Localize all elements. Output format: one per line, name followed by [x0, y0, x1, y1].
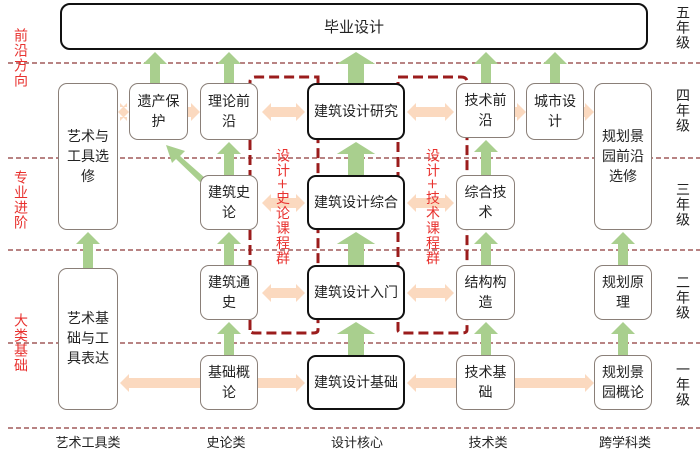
course-integrated-tech[interactable]: 综合技术: [456, 175, 515, 230]
category-history-theory: 史论类: [206, 436, 246, 451]
link-arrow: [188, 103, 200, 121]
link-arrow: [262, 194, 305, 212]
course-design-intro[interactable]: 建筑设计入门: [307, 265, 405, 320]
progression-arrow: [474, 140, 498, 175]
year-label-1: 一年级: [674, 362, 690, 407]
link-arrow: [407, 194, 454, 212]
progression-arrow: [474, 232, 498, 265]
course-art-elective[interactable]: 艺术与工具选修: [58, 83, 118, 230]
course-basic-intro[interactable]: 基础概论: [200, 355, 258, 410]
link-arrow: [515, 374, 594, 392]
stage-label-advanced: 专业进阶: [12, 170, 28, 230]
stage-label-frontier: 前沿方向: [12, 28, 28, 88]
progression-arrow: [217, 232, 241, 265]
progression-arrow: [166, 145, 205, 182]
course-heritage[interactable]: 遗产保护: [129, 83, 188, 140]
progression-arrow: [543, 52, 567, 83]
course-design-basics[interactable]: 建筑设计基础: [307, 355, 405, 410]
progression-arrow: [217, 52, 241, 83]
progression-arrow: [76, 232, 100, 268]
year-label-4: 四年级: [674, 88, 690, 133]
link-arrow: [407, 284, 454, 302]
link-arrow: [258, 374, 305, 392]
link-arrow: [584, 103, 594, 121]
course-urban-design[interactable]: 城市设计: [526, 83, 584, 140]
progression-arrow: [474, 322, 498, 355]
progression-arrow: [474, 52, 498, 83]
progression-arrow: [611, 322, 635, 355]
course-arch-general-history[interactable]: 建筑通史: [200, 265, 258, 320]
link-arrow: [120, 374, 200, 392]
link-arrow: [407, 103, 454, 121]
course-design-synthesis[interactable]: 建筑设计综合: [307, 175, 405, 230]
capstone-box[interactable]: 毕业设计: [60, 3, 648, 50]
link-arrows: [118, 103, 594, 392]
link-arrow: [515, 103, 526, 121]
course-planning-frontier-elective[interactable]: 规划景园前沿选修: [594, 83, 652, 230]
course-theory-frontier[interactable]: 理论前沿: [200, 83, 258, 140]
design-history-group-outline: [248, 75, 320, 335]
link-arrow: [118, 103, 129, 121]
course-planning-intro[interactable]: 规划景园概论: [594, 355, 652, 410]
progression-arrow: [611, 232, 635, 265]
category-technology: 技术类: [468, 436, 508, 451]
category-art-tools: 艺术工具类: [55, 436, 121, 451]
link-arrow: [262, 284, 305, 302]
course-tech-basics[interactable]: 技术基础: [456, 355, 515, 410]
course-art-basics[interactable]: 艺术基础与工具表达: [58, 268, 118, 410]
progression-arrow: [336, 322, 376, 355]
course-design-research[interactable]: 建筑设计研究: [307, 83, 405, 140]
course-tech-frontier[interactable]: 技术前沿: [456, 83, 515, 138]
category-design-core: 设计核心: [330, 436, 384, 451]
course-group-outlines: [248, 75, 469, 335]
group-label-design-tech: 设计+技术课程群: [424, 148, 440, 266]
progression-arrow: [336, 52, 376, 83]
link-arrow: [262, 103, 305, 121]
progression-arrow: [336, 232, 376, 265]
year-label-3: 三年级: [674, 182, 690, 227]
progression-arrow: [143, 52, 167, 83]
course-structure[interactable]: 结构构造: [456, 265, 515, 320]
progression-arrows: [76, 52, 635, 355]
course-planning-principles[interactable]: 规划原理: [594, 265, 652, 320]
course-arch-history-theory[interactable]: 建筑史论: [200, 175, 258, 230]
year-label-2: 二年级: [674, 275, 690, 320]
progression-arrow: [336, 142, 376, 175]
group-label-design-history: 设计+史论课程群: [274, 148, 290, 266]
link-arrow: [407, 374, 456, 392]
year-label-5: 五年级: [674, 5, 690, 50]
progression-arrow: [217, 322, 241, 355]
stage-label-foundation: 大类基础: [12, 313, 28, 373]
progression-arrow: [217, 142, 241, 175]
category-interdisciplinary: 跨学科类: [598, 436, 652, 451]
design-tech-group-outline: [396, 75, 469, 335]
